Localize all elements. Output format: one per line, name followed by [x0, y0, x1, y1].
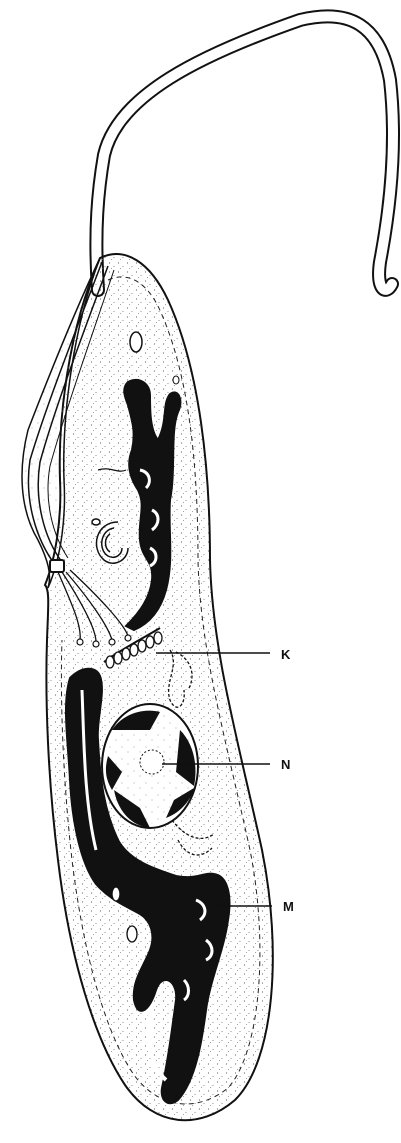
label-kinetoplast: K: [281, 648, 290, 661]
basal-body: [50, 560, 64, 572]
flagellum: [96, 16, 393, 290]
label-nucleus: N: [281, 758, 290, 771]
nucleolus: [140, 750, 164, 774]
vacuole: [130, 332, 142, 352]
label-mitochondrion: M: [283, 900, 294, 913]
nucleus: [102, 704, 198, 828]
